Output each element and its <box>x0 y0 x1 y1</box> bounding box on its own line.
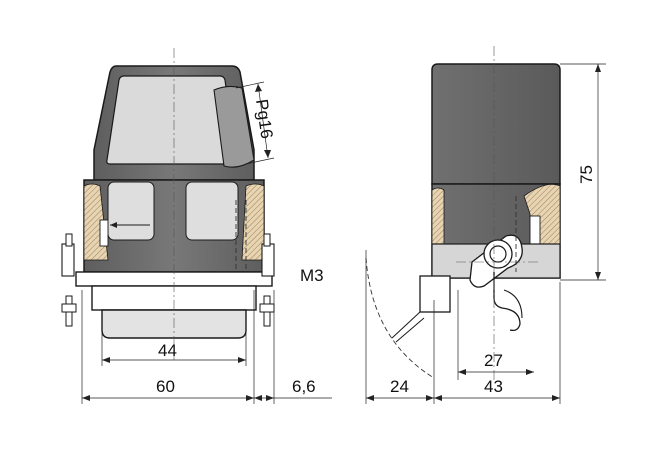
label-60: 60 <box>156 377 175 396</box>
side-screw <box>529 215 541 249</box>
dim-43: 43 <box>434 282 561 404</box>
cable-entry-boss <box>213 85 255 168</box>
label-pg16: Pg16 <box>252 98 276 140</box>
label-m3: M3 <box>300 266 324 285</box>
side-swing-arc <box>365 257 435 379</box>
side-base <box>419 275 451 313</box>
label-66: 6,6 <box>292 377 316 396</box>
front-hatch-right <box>241 183 265 261</box>
front-lock-right <box>259 233 275 327</box>
label-43: 43 <box>484 377 503 396</box>
label-27: 27 <box>484 351 503 370</box>
label-44: 44 <box>158 341 177 360</box>
front-recess-left <box>107 181 155 241</box>
label-75: 75 <box>577 165 596 184</box>
dim-27: 27 <box>457 290 534 380</box>
dim-60: 60 <box>81 290 255 404</box>
front-view <box>61 48 275 360</box>
front-lock-left <box>61 233 77 327</box>
dim-24: 24 <box>365 250 435 404</box>
side-hood-top <box>431 63 561 185</box>
side-lock-lever <box>469 234 523 332</box>
front-recess-right <box>185 181 239 241</box>
dim-66: 6,6 <box>254 290 332 404</box>
dim-44: 44 <box>101 320 247 366</box>
side-view <box>365 46 561 380</box>
side-hatch-left <box>431 187 445 245</box>
side-cable <box>391 311 425 343</box>
front-screw-left <box>99 219 109 247</box>
dim-75: 75 <box>560 63 606 281</box>
label-24: 24 <box>390 377 409 396</box>
